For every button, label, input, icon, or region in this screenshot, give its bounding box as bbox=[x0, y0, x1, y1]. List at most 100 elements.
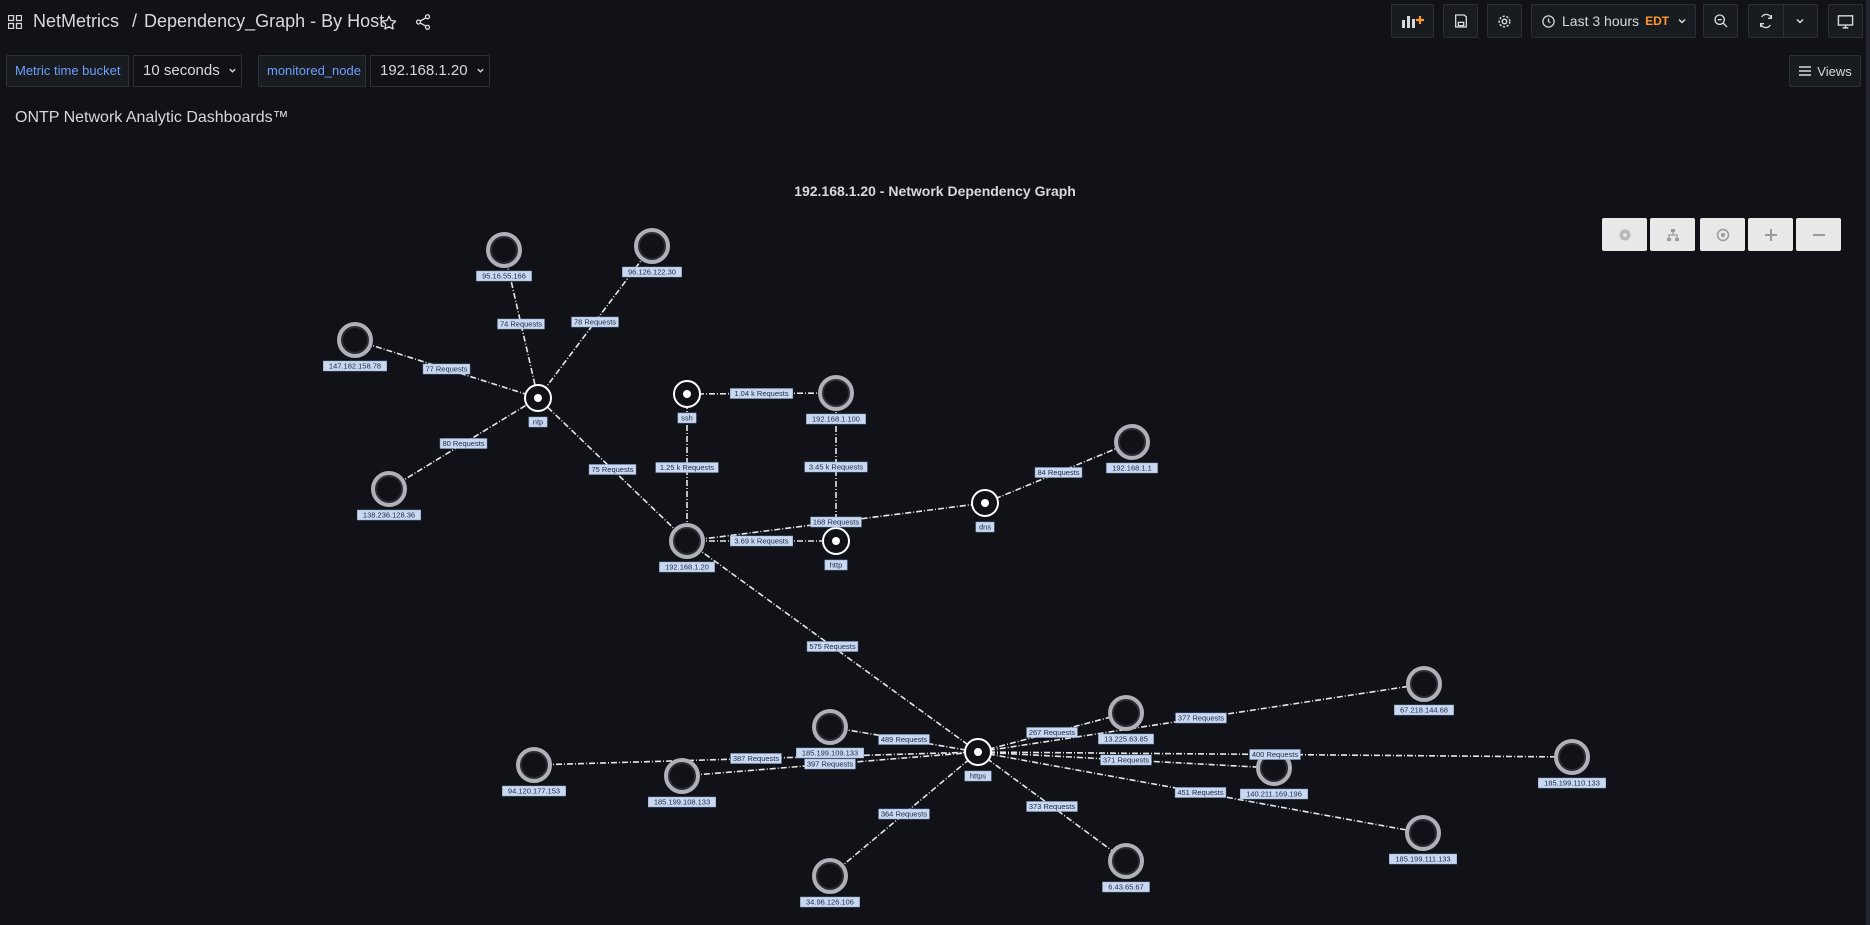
dashboard-title[interactable]: Dependency_Graph - By Host bbox=[144, 11, 385, 31]
save-icon bbox=[1454, 14, 1467, 28]
graph-node[interactable]: 185.199.109.133 bbox=[796, 709, 864, 759]
graph-node[interactable]: ssh bbox=[673, 380, 701, 424]
edge-label: 267 Requests bbox=[1026, 727, 1078, 738]
graph-node[interactable]: 34.96.126.106 bbox=[800, 858, 860, 908]
host-node-ring bbox=[1554, 739, 1590, 775]
edge-label-bg bbox=[1249, 749, 1301, 760]
node-label-bg bbox=[357, 509, 421, 521]
edge-label-text: 451 Requests bbox=[1177, 788, 1224, 797]
graph-node[interactable]: 140.211.169.196 bbox=[1240, 750, 1308, 800]
edge-label: 387 Requests bbox=[730, 753, 782, 764]
graph-node[interactable]: 192.168.1.1 bbox=[1106, 424, 1158, 474]
crosshair-icon bbox=[1716, 228, 1729, 241]
graph-node[interactable]: 185.199.108.133 bbox=[648, 758, 716, 808]
host-node-ring bbox=[516, 747, 552, 783]
host-node-core bbox=[492, 238, 516, 262]
hierarchy-layout-button[interactable] bbox=[1650, 218, 1695, 251]
graph-node[interactable]: 185.199.110.133 bbox=[1538, 739, 1606, 789]
graph-node[interactable]: 96.126.122.30 bbox=[622, 228, 682, 278]
host-node-ring bbox=[1405, 815, 1441, 851]
host-node-ring bbox=[812, 709, 848, 745]
edge-label-text: 75 Requests bbox=[591, 465, 633, 474]
host-node-core bbox=[640, 234, 664, 258]
edge-label: 400 Requests bbox=[1249, 749, 1301, 760]
refresh-interval-dropdown[interactable] bbox=[1784, 5, 1817, 37]
node-label: 192.168.1.1 bbox=[1112, 464, 1152, 473]
star-icon[interactable] bbox=[380, 14, 398, 32]
node-label-bg bbox=[1106, 462, 1158, 474]
graph-node[interactable]: 13.225.63.85 bbox=[1098, 695, 1154, 745]
breadcrumb-app[interactable]: NetMetrics bbox=[33, 11, 120, 31]
node-label: 185.199.109.133 bbox=[802, 749, 858, 758]
graph-node[interactable]: 6.43.65.67 bbox=[1102, 843, 1150, 893]
edge-label-bg bbox=[730, 535, 793, 547]
graph-node[interactable]: 95.16.55.166 bbox=[476, 232, 532, 282]
edge-label: 1.04 k Requests bbox=[730, 388, 793, 399]
share-icon[interactable] bbox=[414, 13, 432, 31]
node-label-bg bbox=[1538, 777, 1606, 789]
graph-edge bbox=[977, 751, 1127, 862]
hamburger-icon bbox=[1799, 66, 1812, 76]
graph-node[interactable]: 147.182.158.78 bbox=[323, 322, 387, 372]
node-label-bg bbox=[1098, 733, 1154, 745]
add-panel-button[interactable] bbox=[1391, 4, 1434, 38]
node-label: ssh bbox=[681, 414, 693, 423]
apps-grid-icon[interactable] bbox=[8, 15, 22, 29]
refresh-icon bbox=[1759, 13, 1772, 29]
graph-edge bbox=[354, 339, 539, 399]
timezone-label: EDT bbox=[1645, 14, 1670, 28]
monitor-icon bbox=[1837, 14, 1854, 29]
graph-edge bbox=[977, 683, 1425, 753]
host-node-core bbox=[670, 764, 694, 788]
zoom-in-button[interactable] bbox=[1748, 218, 1793, 251]
graph-node[interactable]: 192.168.1.100 bbox=[806, 375, 866, 425]
service-node-dot bbox=[683, 390, 691, 398]
graph-node[interactable]: 94.120.177.153 bbox=[502, 747, 566, 797]
graph-node[interactable]: 67.218.144.68 bbox=[1394, 666, 1454, 716]
plus-icon bbox=[1764, 228, 1777, 241]
graph-node[interactable]: http bbox=[822, 527, 850, 571]
zoom-out-time-button[interactable] bbox=[1703, 4, 1738, 38]
edge-label-text: 387 Requests bbox=[733, 754, 780, 763]
edge-label: 80 Requests bbox=[439, 438, 488, 449]
node-label: 185.199.111.133 bbox=[1395, 855, 1450, 864]
toggle-view-button[interactable] bbox=[1602, 218, 1647, 251]
node-label-bg bbox=[502, 785, 566, 797]
variable-label-monitored-node: monitored_node bbox=[258, 55, 366, 87]
edge-label-text: 371 Requests bbox=[1103, 756, 1150, 765]
edge-label-bg bbox=[1034, 467, 1083, 478]
graph-node[interactable]: https bbox=[964, 738, 992, 782]
edge-label-text: 373 Requests bbox=[1029, 802, 1076, 811]
tv-mode-button[interactable] bbox=[1828, 4, 1863, 38]
views-label: Views bbox=[1817, 63, 1852, 79]
refresh-button[interactable] bbox=[1749, 5, 1784, 37]
edge-label-text: 400 Requests bbox=[1252, 750, 1299, 759]
save-dashboard-button[interactable] bbox=[1443, 4, 1478, 38]
edge-label-text: 1.25 k Requests bbox=[660, 463, 714, 472]
node-label-bg bbox=[528, 416, 548, 428]
node-label: 95.16.55.166 bbox=[482, 272, 526, 281]
graph-edge bbox=[503, 249, 539, 399]
graph-node[interactable]: 192.168.1.20 bbox=[659, 523, 715, 573]
edge-label: 377 Requests bbox=[1175, 712, 1227, 724]
node-label-bg bbox=[1102, 881, 1150, 893]
graph-title: 192.168.1.20 - Network Dependency Graph bbox=[794, 183, 1076, 199]
time-range-picker[interactable]: Last 3 hours EDT bbox=[1531, 4, 1696, 38]
variable-select-metric-time-bucket[interactable]: 10 seconds bbox=[133, 55, 242, 87]
breadcrumb-separator: / bbox=[132, 11, 138, 31]
graph-node[interactable]: ntp bbox=[524, 384, 552, 428]
zoom-out-button[interactable] bbox=[1796, 218, 1841, 251]
graph-node[interactable]: 185.199.111.133 bbox=[1389, 815, 1457, 865]
chevron-down-icon bbox=[1796, 18, 1805, 24]
graph-node[interactable]: dns bbox=[971, 489, 999, 533]
host-node-ring bbox=[1406, 666, 1442, 702]
variable-select-monitored-node[interactable]: 192.168.1.20 bbox=[370, 55, 490, 87]
service-node-dot bbox=[832, 537, 840, 545]
host-node-ring bbox=[1108, 695, 1144, 731]
center-graph-button[interactable] bbox=[1700, 218, 1745, 251]
edge-label: 3.69 k Requests bbox=[730, 535, 793, 547]
dashboard-settings-button[interactable] bbox=[1487, 4, 1522, 38]
views-button[interactable]: Views bbox=[1789, 55, 1861, 87]
graph-node[interactable]: 138.236.128.36 bbox=[357, 471, 421, 521]
